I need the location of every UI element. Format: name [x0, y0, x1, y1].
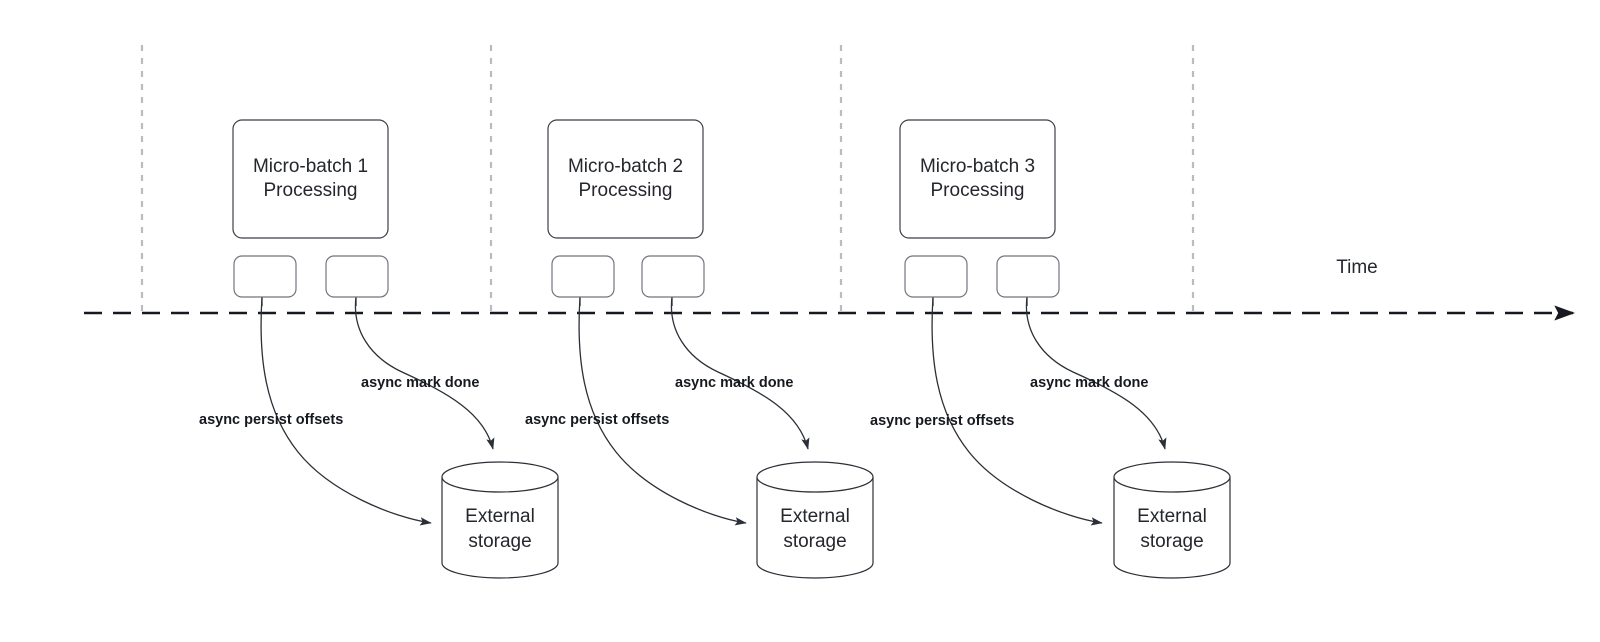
micro-batch-2-storage-label-line2: storage	[783, 531, 846, 552]
persist-task-2-box[interactable]	[551, 255, 615, 298]
persist-offsets-3-label: async persist offsets	[870, 413, 1014, 429]
micro-batch-1-processing-box[interactable]	[232, 119, 389, 239]
mark-done-3-arrow	[1025, 296, 1167, 450]
micro-batch-2-label-line2: Processing	[579, 180, 673, 201]
micro-batch-1-storage-cylinder-top	[441, 461, 559, 493]
micro-batch-2-storage-cylinder-top	[756, 461, 874, 493]
micro-batch-3-label-line2: Processing	[931, 180, 1025, 201]
micro-batch-3-storage-label-line1: External	[1137, 506, 1207, 527]
mark-done-task-3-box[interactable]	[996, 255, 1060, 298]
mark-done-task-2-box[interactable]	[641, 255, 705, 298]
micro-batch-1-label-line1: Micro-batch 1	[253, 156, 368, 177]
micro-batch-2-label-line1: Micro-batch 2	[568, 156, 683, 177]
persist-offsets-1-arrow	[260, 296, 432, 526]
micro-batch-2-processing-box[interactable]	[547, 119, 704, 239]
persist-offsets-2-arrow	[578, 296, 747, 526]
micro-batch-3-storage-cylinder-body[interactable]	[1113, 477, 1231, 579]
micro-batch-2-storage-label-line1: External	[780, 506, 850, 527]
persist-offsets-3-arrow	[931, 296, 1103, 526]
time-axis-label: Time	[1336, 257, 1378, 278]
micro-batch-3-storage-cylinder-top	[1113, 461, 1231, 493]
persist-offsets-2-label: async persist offsets	[525, 412, 669, 428]
micro-batch-1-label-line2: Processing	[264, 180, 358, 201]
micro-batch-1-storage-cylinder-body[interactable]	[441, 477, 559, 579]
micro-batch-1-storage-label-line2: storage	[468, 531, 531, 552]
micro-batch-2-storage-cylinder-body[interactable]	[756, 477, 874, 579]
diagram-nodes	[232, 119, 1231, 579]
async-flow-edges	[260, 296, 1167, 526]
micro-batch-1-storage-label-line1: External	[465, 506, 535, 527]
micro-batch-3-label-line1: Micro-batch 3	[920, 156, 1035, 177]
mark-done-task-1-box[interactable]	[325, 255, 389, 298]
mark-done-3-label: async mark done	[1030, 375, 1148, 391]
mark-done-2-label: async mark done	[675, 375, 793, 391]
micro-batch-3-storage-label-line2: storage	[1140, 531, 1203, 552]
mark-done-1-label: async mark done	[361, 375, 479, 391]
persist-task-3-box[interactable]	[904, 255, 968, 298]
micro-batch-3-processing-box[interactable]	[899, 119, 1056, 239]
persist-offsets-1-label: async persist offsets	[199, 412, 343, 428]
mark-done-1-arrow	[354, 296, 495, 450]
mark-done-2-arrow	[670, 296, 810, 450]
persist-task-1-box[interactable]	[233, 255, 297, 298]
